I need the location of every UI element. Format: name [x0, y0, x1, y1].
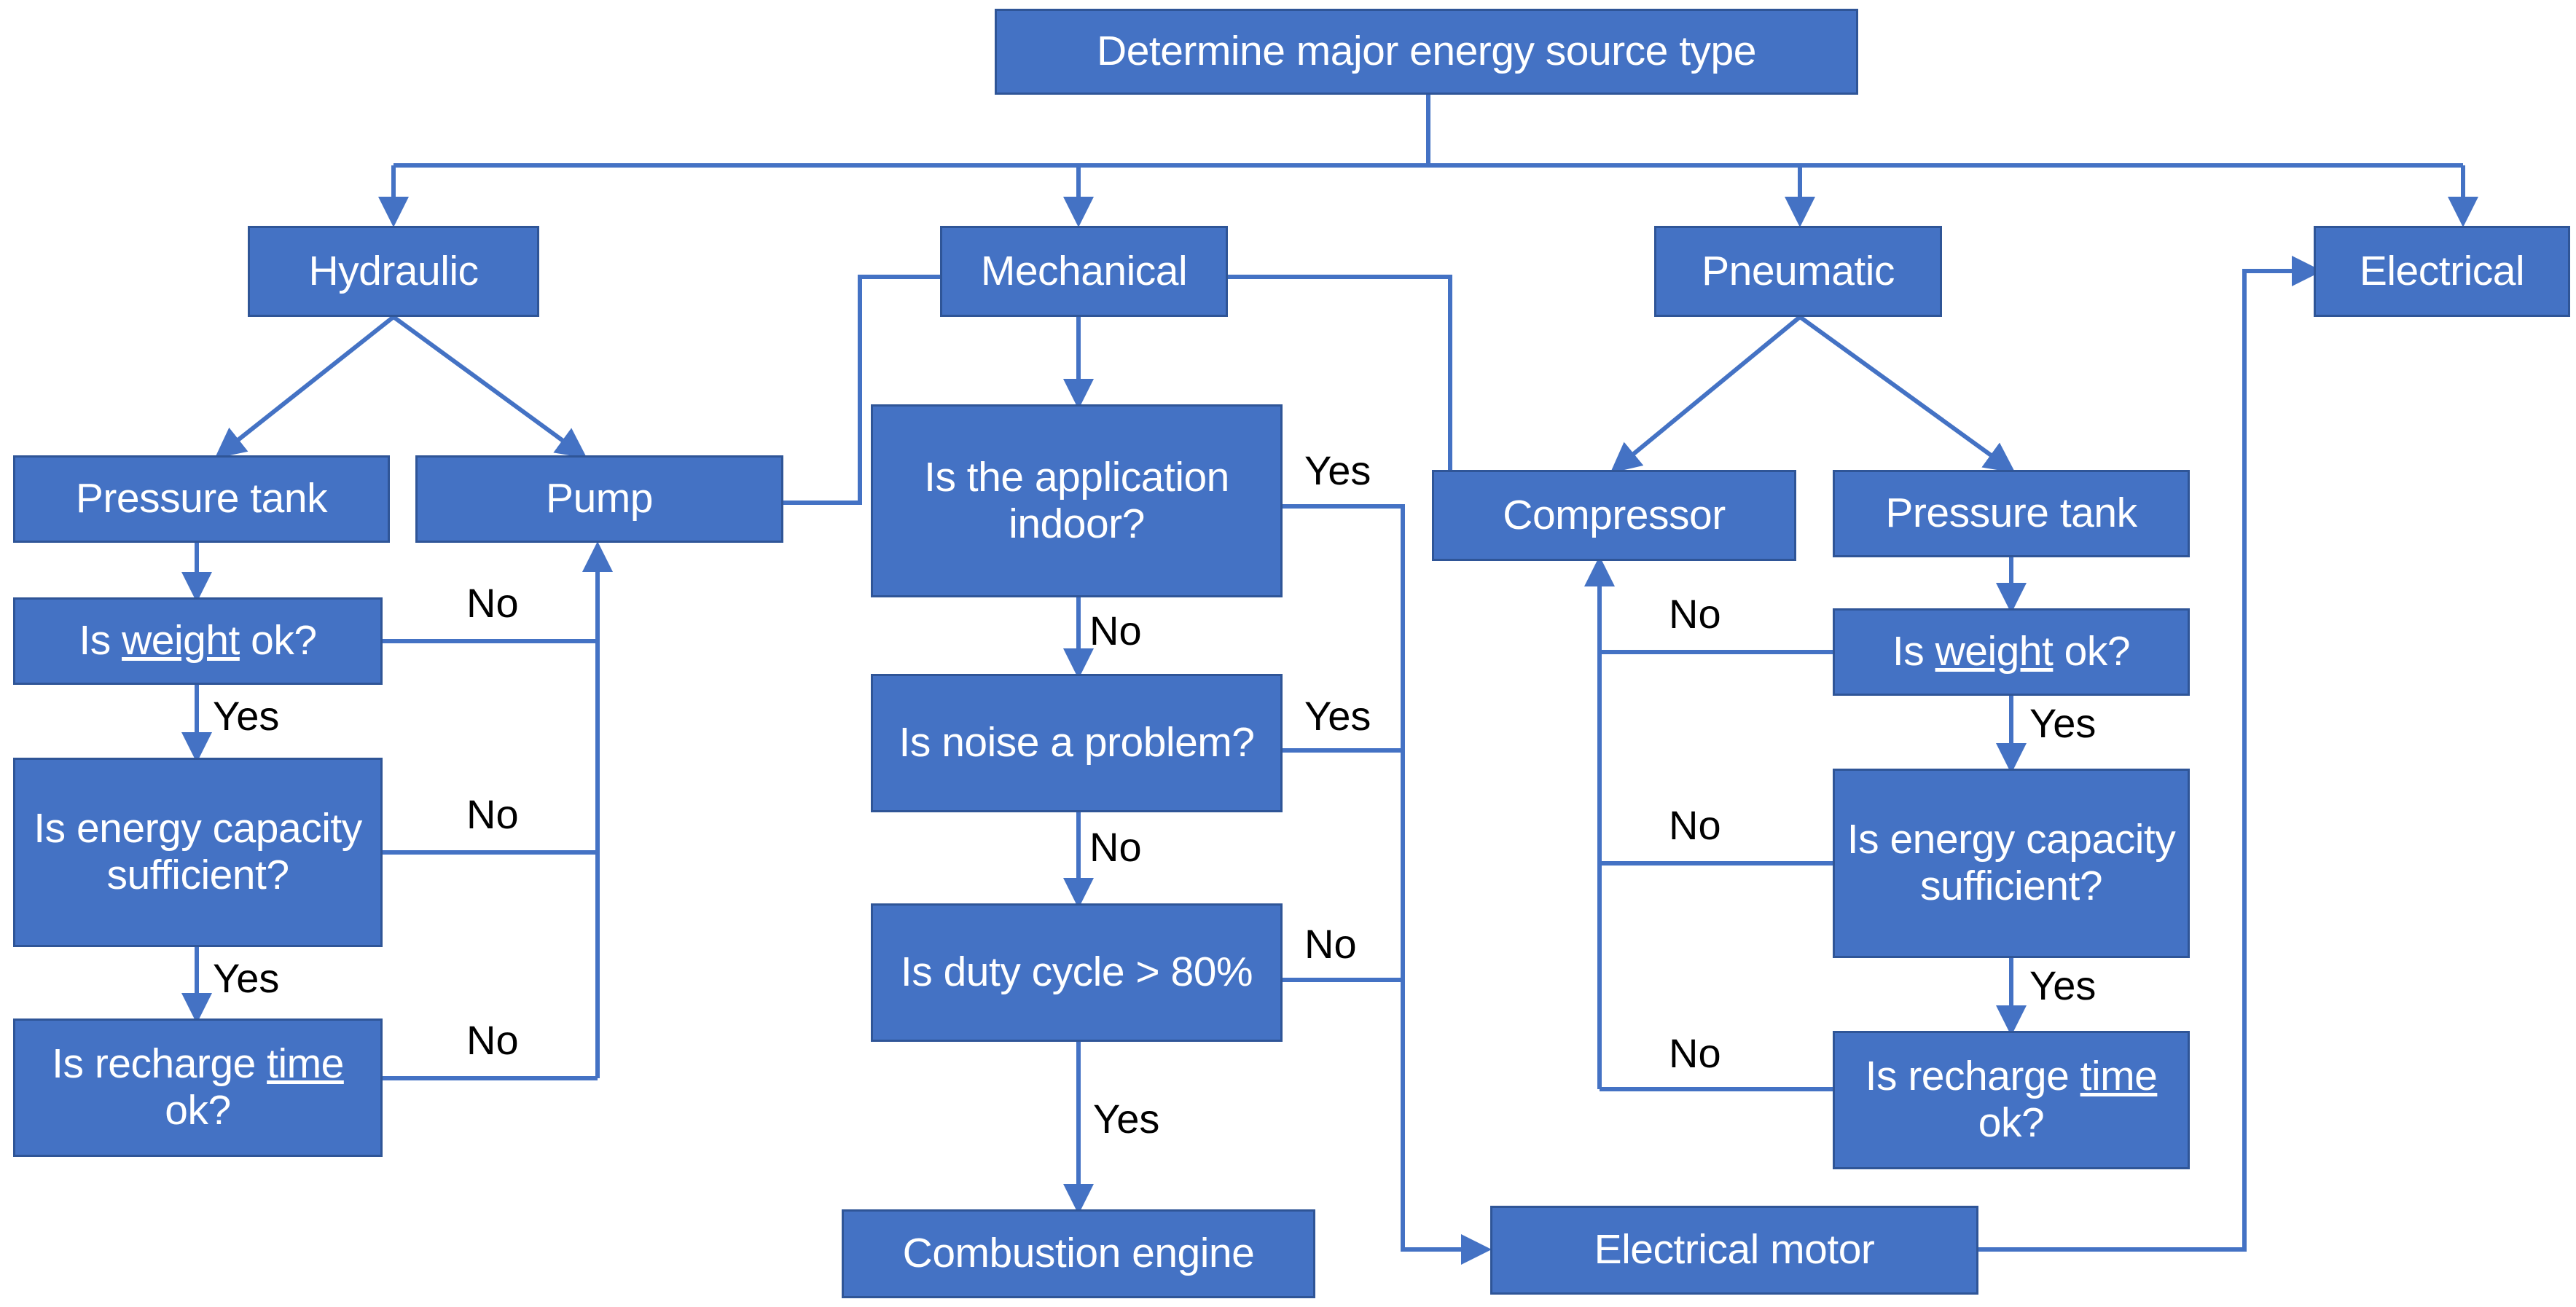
- node-electrical-motor[interactable]: Electrical motor: [1490, 1206, 1978, 1295]
- edge-label-pneumatic-energy-no: No: [1669, 802, 1721, 848]
- node-pneumatic-energy-capacity-label: Is energy capacity sufficient?: [1847, 816, 2176, 909]
- edge-label-pneumatic-recharge-no: No: [1669, 1030, 1721, 1076]
- node-pneumatic-pressure-tank-label: Pressure tank: [1885, 490, 2137, 537]
- edge-label-hydraulic-energy-no: No: [466, 791, 519, 837]
- node-hydraulic-pressure-tank[interactable]: Pressure tank: [13, 455, 390, 543]
- edge-label-mechanical-noise-no: No: [1089, 824, 1142, 870]
- node-hydraulic[interactable]: Hydraulic: [248, 226, 539, 317]
- node-mechanical[interactable]: Mechanical: [940, 226, 1228, 317]
- node-hydraulic-weight-ok[interactable]: Is weight ok?: [13, 597, 383, 685]
- node-pneumatic-weight-ok-label: Is weight ok?: [1892, 628, 2131, 675]
- node-combustion-engine[interactable]: Combustion engine: [842, 1209, 1315, 1298]
- edge-label-hydraulic-weight-yes: Yes: [213, 693, 280, 739]
- edge-label-mechanical-duty-no: No: [1304, 921, 1357, 967]
- edge-label-mechanical-indoor-yes: Yes: [1304, 447, 1371, 493]
- edge-label-mechanical-duty-yes: Yes: [1093, 1096, 1160, 1142]
- node-pneumatic-energy-capacity[interactable]: Is energy capacity sufficient?: [1833, 769, 2190, 958]
- node-hydraulic-label: Hydraulic: [308, 247, 479, 294]
- node-electrical-label: Electrical: [2359, 247, 2525, 294]
- edge-label-hydraulic-recharge-no: No: [466, 1017, 519, 1063]
- node-electrical-motor-label: Electrical motor: [1594, 1226, 1875, 1273]
- node-hydraulic-pump[interactable]: Pump: [415, 455, 783, 543]
- node-mechanical-indoor[interactable]: Is the application indoor?: [871, 404, 1283, 597]
- edge-label-hydraulic-weight-no: No: [466, 580, 519, 626]
- edge-label-mechanical-noise-yes: Yes: [1304, 693, 1371, 739]
- node-mechanical-duty-cycle[interactable]: Is duty cycle > 80%: [871, 903, 1283, 1042]
- node-compressor-label: Compressor: [1503, 491, 1726, 538]
- node-pneumatic-weight-ok[interactable]: Is weight ok?: [1833, 608, 2190, 696]
- edge-label-mechanical-indoor-no: No: [1089, 608, 1142, 654]
- node-hydraulic-pressure-tank-label: Pressure tank: [75, 475, 328, 522]
- edge-label-hydraulic-energy-yes: Yes: [213, 955, 280, 1001]
- node-mechanical-noise[interactable]: Is noise a problem?: [871, 674, 1283, 812]
- node-hydraulic-recharge-time-label: Is recharge time ok?: [52, 1040, 344, 1134]
- node-electrical[interactable]: Electrical: [2314, 226, 2570, 317]
- node-pneumatic-pressure-tank[interactable]: Pressure tank: [1833, 470, 2190, 557]
- node-root[interactable]: Determine major energy source type: [995, 9, 1858, 95]
- node-hydraulic-energy-capacity-label: Is energy capacity sufficient?: [34, 805, 362, 898]
- node-mechanical-duty-cycle-label: Is duty cycle > 80%: [900, 949, 1253, 996]
- node-pneumatic-recharge-time[interactable]: Is recharge time ok?: [1833, 1031, 2190, 1169]
- node-mechanical-noise-label: Is noise a problem?: [899, 719, 1255, 766]
- node-pneumatic-label: Pneumatic: [1702, 247, 1895, 294]
- node-hydraulic-energy-capacity[interactable]: Is energy capacity sufficient?: [13, 758, 383, 947]
- node-compressor[interactable]: Compressor: [1432, 470, 1796, 561]
- edge-label-pneumatic-weight-yes: Yes: [2029, 700, 2097, 746]
- edge-label-pneumatic-energy-yes: Yes: [2029, 962, 2097, 1008]
- node-hydraulic-pump-label: Pump: [546, 475, 653, 522]
- node-root-label: Determine major energy source type: [1097, 28, 1756, 75]
- node-combustion-engine-label: Combustion engine: [902, 1230, 1255, 1277]
- edge-label-pneumatic-weight-no: No: [1669, 591, 1721, 637]
- node-pneumatic-recharge-time-label: Is recharge time ok?: [1865, 1053, 2158, 1146]
- node-hydraulic-recharge-time[interactable]: Is recharge time ok?: [13, 1018, 383, 1157]
- node-mechanical-label: Mechanical: [980, 247, 1188, 294]
- node-hydraulic-weight-ok-label: Is weight ok?: [79, 617, 317, 664]
- node-mechanical-indoor-label: Is the application indoor?: [924, 453, 1229, 547]
- node-pneumatic[interactable]: Pneumatic: [1654, 226, 1942, 317]
